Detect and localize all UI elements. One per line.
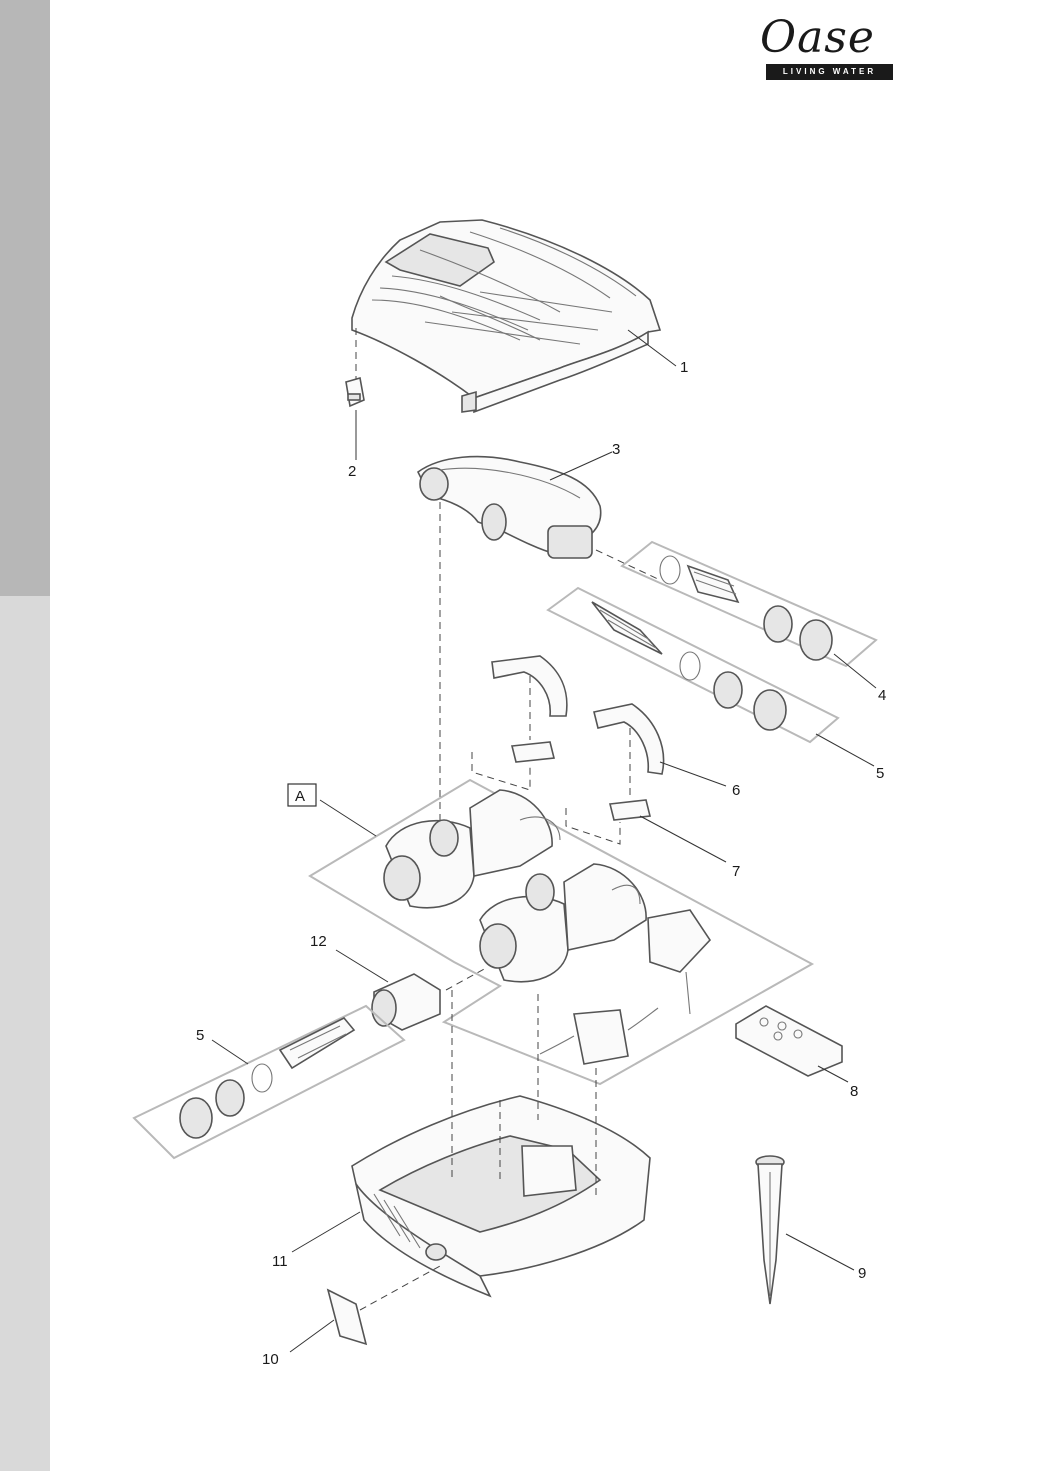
part-label-1: 1 [680, 359, 688, 376]
part-label-5-upper: 5 [876, 765, 884, 782]
part-label-6: 6 [732, 782, 740, 799]
leader-lines [211, 329, 877, 1353]
part-2-clip [345, 376, 365, 408]
brand-logo: Oase LIVING WATER [756, 14, 896, 84]
part-1-cover-lid [351, 219, 662, 414]
part-label-4: 4 [878, 687, 886, 704]
assembly-guide [471, 752, 531, 791]
part-10-cover-plate [326, 1288, 368, 1346]
part-6-cable-clip [491, 655, 665, 775]
part-4-hose-adapter-set [620, 540, 878, 668]
part-label-9: 9 [858, 1265, 866, 1282]
part-label-3: 3 [612, 441, 620, 458]
assembly-label-a: A [295, 788, 305, 805]
assembly-guide [595, 549, 661, 581]
part-label-10: 10 [262, 1351, 279, 1368]
part-9-ground-spike [755, 1155, 785, 1305]
part-label-7: 7 [732, 863, 740, 880]
part-label-8: 8 [850, 1083, 858, 1100]
sidebar-band-light [0, 596, 50, 1471]
part-label-12: 12 [310, 933, 327, 950]
sidebar-band-dark [0, 0, 50, 596]
assembly-a-pump-unit [308, 778, 815, 1086]
part-label-5-lower: 5 [196, 1027, 204, 1044]
part-3-hose-connector [416, 455, 602, 559]
brand-logo-wordmark: Oase [760, 12, 875, 63]
assembly-label-box: A [287, 783, 317, 807]
assembly-guide [445, 967, 487, 991]
part-label-11: 11 [272, 1253, 288, 1270]
assembly-guide [359, 1265, 441, 1311]
part-5-upper-hose-adapter-set [546, 586, 840, 744]
brand-logo-tagline: LIVING WATER [766, 64, 893, 80]
part-11-housing-base [351, 1095, 651, 1298]
assembly-guide [565, 808, 621, 845]
part-7-pad [511, 741, 651, 821]
part-8-remote-control [735, 1005, 843, 1077]
part-label-2: 2 [348, 463, 356, 480]
part-5-lower-hose-adapter-set [132, 1004, 406, 1160]
